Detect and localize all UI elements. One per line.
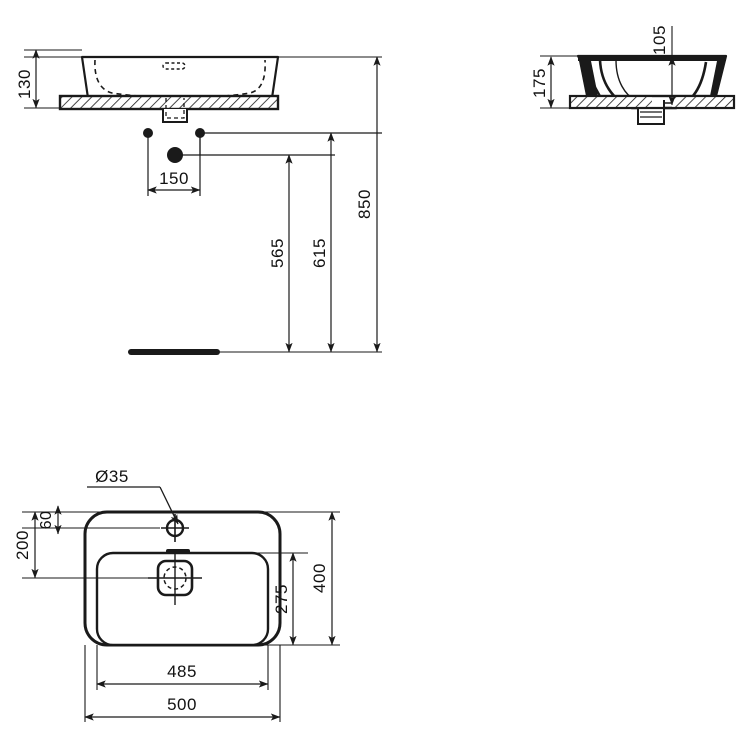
dimension-200: 200 — [13, 511, 39, 579]
dimension-60-label: 60 — [38, 511, 55, 530]
waste-outlet-plan — [148, 551, 202, 605]
basin-side-wall-left — [578, 56, 598, 96]
drain-outlet-front — [162, 98, 188, 123]
dimension-130: 130 — [15, 49, 82, 109]
dimension-150-label: 150 — [159, 169, 189, 188]
overflow-tab-plan — [166, 549, 190, 554]
supply-points-front — [143, 128, 382, 196]
diameter-35-label: Ø35 — [95, 467, 129, 486]
diameter-35-leader: Ø35 — [87, 467, 179, 525]
dimension-615: 615 — [310, 132, 335, 353]
dimension-60: 60 — [38, 505, 62, 535]
dimension-615-label: 615 — [310, 238, 329, 268]
dimension-175-label: 175 — [530, 68, 549, 98]
dimension-485-label: 485 — [167, 662, 197, 681]
counter-slab-front — [58, 94, 280, 111]
dimension-105-label: 105 — [650, 25, 669, 55]
plan-view: Ø35 60 200 275 400 — [13, 467, 340, 722]
dimension-565-label: 565 — [268, 238, 287, 268]
dimension-175: 175 — [530, 56, 555, 109]
overflow-slot-icon — [162, 62, 186, 70]
dimension-275-label: 275 — [272, 584, 291, 614]
dimension-850-label: 850 — [355, 189, 374, 219]
dimension-150: 150 — [147, 169, 201, 194]
dimension-485: 485 — [96, 662, 269, 688]
front-elevation-view: 130 150 — [15, 49, 382, 355]
dimension-200-label: 200 — [13, 530, 32, 560]
dimension-500: 500 — [84, 695, 281, 721]
dimension-500-label: 500 — [167, 695, 197, 714]
dimension-400-label: 400 — [310, 563, 329, 593]
dimension-850: 850 — [355, 56, 381, 353]
basin-side-rim — [578, 56, 726, 61]
side-section-view: 175 105 — [530, 25, 736, 125]
counter-slab-side — [568, 94, 736, 110]
dimension-400: 400 — [310, 511, 336, 646]
supply-dot-left — [143, 128, 153, 138]
basin-side-wall-right — [710, 56, 726, 96]
dimension-565: 565 — [268, 154, 293, 353]
dimension-275: 275 — [272, 552, 297, 646]
floor-line-front — [128, 349, 382, 355]
dimension-130-label: 130 — [15, 69, 34, 99]
dimension-105: 105 — [650, 25, 676, 106]
